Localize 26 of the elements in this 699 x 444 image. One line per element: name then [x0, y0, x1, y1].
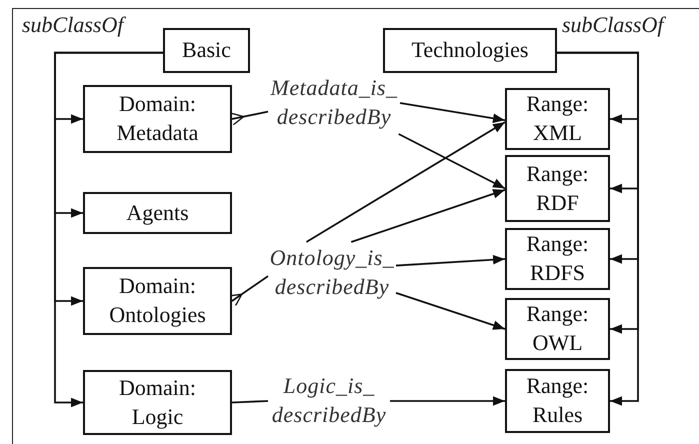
connector-arrow [350, 188, 506, 243]
connector-arrow [396, 292, 506, 330]
connector-arrow [398, 133, 506, 190]
class-box: Range: Rules [505, 369, 610, 433]
relation-label: subClassOf [562, 12, 664, 38]
class-box: Range: RDF [505, 155, 610, 222]
connector-arrow [396, 254, 506, 266]
class-box: Range: RDFS [505, 228, 610, 290]
connector-arrow [230, 110, 268, 126]
property-label: Metadata_is_ describedBy [268, 72, 400, 134]
class-box: Domain: Ontologies [83, 267, 232, 335]
class-box: Agents [83, 192, 232, 234]
class-box: Technologies [383, 28, 557, 73]
connector-arrow [390, 396, 505, 406]
class-box: Domain: Metadata [83, 85, 232, 153]
property-label: Ontology_is_ describedBy [268, 242, 396, 304]
connector-arrow [306, 121, 506, 243]
connector-arrow [400, 102, 506, 124]
class-box: Basic [163, 28, 250, 73]
class-box: Range: OWL [505, 298, 610, 360]
relation-label: subClassOf [22, 12, 124, 38]
connector-arrow [54, 52, 163, 408]
class-box: Range: XML [505, 88, 610, 150]
property-label: Logic_is_ describedBy [268, 368, 390, 434]
connector-arrow [557, 52, 639, 406]
class-box: Domain: Logic [83, 370, 232, 435]
